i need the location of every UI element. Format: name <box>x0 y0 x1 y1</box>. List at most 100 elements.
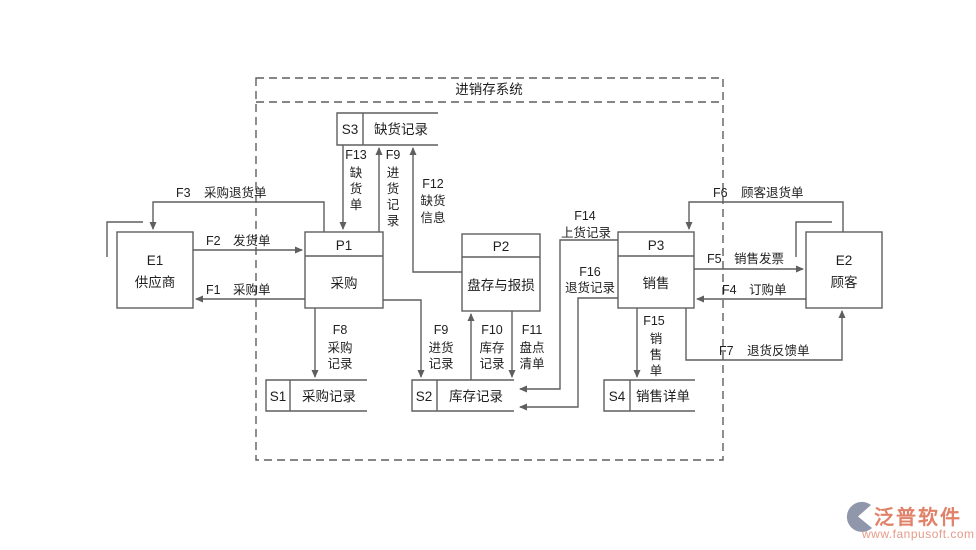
watermark-url: www.fanpusoft.com <box>861 527 975 541</box>
process-P3: P3 销售 <box>617 231 695 309</box>
flow-id-F10: F10 <box>481 323 503 337</box>
flow-id-F12: F12 <box>422 177 444 191</box>
process-box-P1 <box>304 231 384 309</box>
flow-id-F8: F8 <box>333 323 348 337</box>
flow-id-F2: F2 <box>206 234 221 248</box>
process-box-P2 <box>461 233 541 312</box>
entity-label-E1: 供应商 <box>135 274 176 290</box>
process-id-P2: P2 <box>493 239 510 254</box>
flow-label-F3: 采购退货单 <box>204 185 267 200</box>
flow-label-F7: 退货反馈单 <box>747 343 810 358</box>
flow-id-F13: F13 <box>345 148 367 162</box>
flow-id-F4: F4 <box>722 283 737 297</box>
entity-E1: E1 供应商 <box>106 221 194 309</box>
flow-id-F15: F15 <box>643 314 665 328</box>
flow-line-F16 <box>519 297 618 411</box>
store-S1: S1 采购记录 <box>265 379 367 412</box>
entity-id-E2: E2 <box>836 253 853 268</box>
flow-id-F9a: F9 <box>386 148 401 162</box>
entity-id-E1: E1 <box>147 253 164 268</box>
flow-F1: F1 采购单 <box>195 282 305 303</box>
store-id-S4: S4 <box>609 389 626 404</box>
process-label-P3: 销售 <box>643 276 670 291</box>
flow-line-F7 <box>685 308 846 361</box>
flow-label-F13: 缺货单 <box>350 165 363 212</box>
flow-label-F9b: 进货记录 <box>428 340 453 371</box>
flow-F14: F14 上货记录 <box>519 209 618 393</box>
flow-label-F5: 销售发票 <box>734 251 784 266</box>
flow-label-F9a: 进货记录 <box>387 166 400 228</box>
flow-line-F14 <box>519 239 618 393</box>
flow-label-F16: 退货记录 <box>565 280 615 295</box>
flow-label-F2: 发货单 <box>233 233 271 248</box>
process-label-P2: 盘存与报损 <box>467 277 535 293</box>
store-id-S3: S3 <box>342 122 359 137</box>
flow-id-F9b: F9 <box>434 323 449 337</box>
flow-F13: F13 缺货单 <box>339 145 367 230</box>
flow-label-F1: 采购单 <box>233 282 271 297</box>
store-S4: S4 销售详单 <box>603 379 695 412</box>
flow-F9-to-S3: F9 进货记录 <box>375 147 401 232</box>
store-label-S1: 采购记录 <box>302 389 356 404</box>
store-id-S2: S2 <box>416 389 433 404</box>
store-outline-S4 <box>603 379 695 412</box>
flow-id-F1: F1 <box>206 283 221 297</box>
process-id-P3: P3 <box>648 238 665 253</box>
store-S2: S2 库存记录 <box>411 379 514 412</box>
process-id-P1: P1 <box>336 238 353 253</box>
flow-F2: F2 发货单 <box>193 233 303 254</box>
flow-F10: F10 库存记录 <box>467 313 505 380</box>
flow-line-F9b <box>383 299 425 378</box>
flow-line-F3 <box>149 201 325 232</box>
flow-id-F14: F14 <box>574 209 596 223</box>
diagram-title: 进销存系统 <box>455 82 523 97</box>
watermark: 泛普软件 www.fanpusoft.com <box>846 501 975 541</box>
flow-id-F6: F6 <box>713 186 728 200</box>
flow-F9-to-S2: F9 进货记录 <box>383 299 454 378</box>
flow-id-F7: F7 <box>719 344 734 358</box>
flow-id-F5: F5 <box>707 252 722 266</box>
process-box-P3 <box>617 231 695 309</box>
flow-F7: F7 退货反馈单 <box>685 308 846 361</box>
store-id-S1: S1 <box>270 389 287 404</box>
entity-corner-mark <box>106 221 143 257</box>
flow-label-F11: 盘点清单 <box>519 340 544 371</box>
store-label-S2: 库存记录 <box>449 389 503 404</box>
entity-E2: E2 顾客 <box>795 221 883 309</box>
watermark-brand: 泛普软件 <box>874 505 962 529</box>
flow-F11: F11 盘点清单 <box>508 311 545 378</box>
flow-F6: F6 顾客退货单 <box>685 185 844 232</box>
flow-line-F6 <box>685 201 844 232</box>
flow-F5: F5 销售发票 <box>694 251 804 273</box>
store-S3: S3 缺货记录 <box>336 112 438 146</box>
flow-label-F4: 订购单 <box>749 282 787 297</box>
fanpu-logo-icon <box>846 501 872 532</box>
flow-id-F3: F3 <box>176 186 191 200</box>
flow-F12: F12 缺货信息 <box>409 147 462 273</box>
flow-F4: F4 订购单 <box>696 282 806 303</box>
flow-id-F11: F11 <box>522 323 543 337</box>
process-P2: P2 盘存与报损 <box>461 233 541 312</box>
store-outline-S1 <box>265 379 367 412</box>
process-label-P1: 采购 <box>331 276 358 291</box>
entity-label-E2: 顾客 <box>831 274 859 290</box>
entity-box-E2 <box>805 231 883 309</box>
process-P1: P1 采购 <box>304 231 384 309</box>
flow-line-F12 <box>409 147 462 273</box>
flow-label-F15: 销售单 <box>650 332 663 378</box>
store-label-S3: 缺货记录 <box>374 121 428 137</box>
flow-label-F8: 采购记录 <box>327 340 352 371</box>
entity-box-E1 <box>116 231 194 309</box>
flow-F8: F8 采购记录 <box>311 308 353 378</box>
flow-F3: F3 采购退货单 <box>149 185 325 232</box>
store-outline-S2 <box>411 379 514 412</box>
flow-label-F10: 库存记录 <box>479 340 504 371</box>
entity-corner-mark <box>795 221 832 257</box>
flow-label-F14: 上货记录 <box>561 225 611 240</box>
store-outline-S3 <box>336 112 438 146</box>
flow-id-F16: F16 <box>579 265 601 279</box>
flow-F16: F16 退货记录 <box>519 265 618 411</box>
store-label-S4: 销售详单 <box>636 389 690 404</box>
